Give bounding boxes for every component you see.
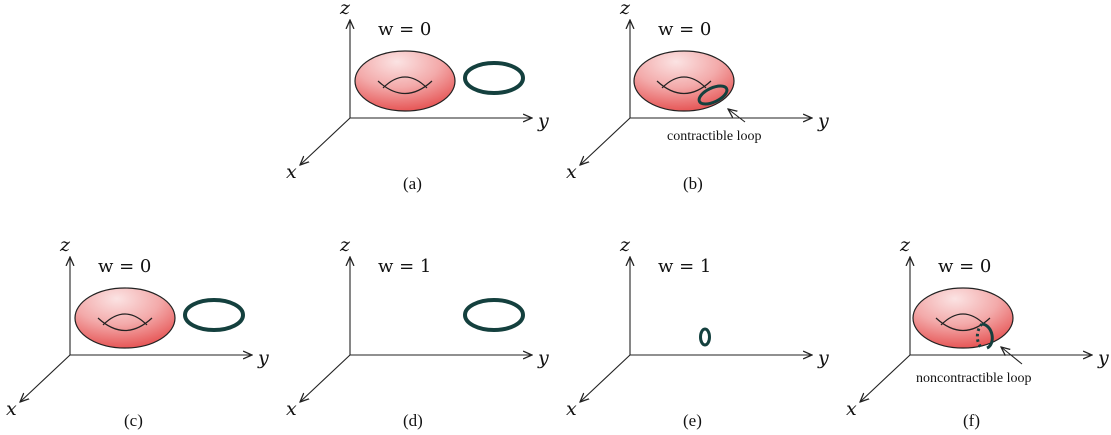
annotation-label: noncontractible loop — [916, 371, 1031, 386]
x-axis-label: x — [286, 398, 297, 420]
loop — [463, 61, 525, 95]
x-axis-label: x — [566, 398, 577, 420]
panel-a: z y x w = 0 (a) — [286, 0, 549, 193]
axes: z y x — [846, 234, 1109, 420]
annotation-arrow — [1001, 347, 1023, 365]
noncontractible-loop — [975, 322, 994, 350]
x-axis — [300, 354, 351, 402]
x-axis-label: x — [286, 161, 297, 183]
annotation-arrow — [728, 109, 746, 123]
loop — [463, 298, 525, 332]
caption: (b) — [683, 174, 703, 193]
z-axis-label: z — [619, 234, 631, 256]
caption: (c) — [124, 411, 143, 430]
torus — [633, 50, 735, 112]
panel-c: z y x w = 0 (c) — [6, 234, 269, 430]
y-axis-label: y — [1097, 347, 1109, 369]
torus — [912, 287, 1014, 349]
annotation-label: contractible loop — [667, 129, 761, 144]
w-label: w = 1 — [658, 256, 711, 277]
y-axis-label: y — [817, 347, 829, 369]
loop — [699, 327, 711, 347]
contractible-loop — [697, 84, 729, 106]
w-label: w = 0 — [658, 19, 711, 40]
panel-f: z y x w = 0 noncontractible loop (f) — [846, 234, 1109, 430]
caption: (d) — [403, 411, 423, 430]
z-axis-label: z — [619, 0, 631, 19]
caption: (e) — [683, 411, 702, 430]
torus — [74, 287, 176, 349]
z-axis-label: z — [59, 234, 71, 256]
z-axis-label: z — [339, 0, 351, 19]
y-axis-label: y — [537, 347, 549, 369]
y-axis-label: y — [537, 110, 549, 132]
z-axis-label: z — [339, 234, 351, 256]
x-axis — [580, 354, 631, 402]
x-axis — [300, 117, 351, 165]
panel-e: z y x w = 1 (e) — [566, 234, 829, 430]
x-axis — [580, 117, 631, 165]
z-axis-label: z — [899, 234, 911, 256]
axes: z y x — [566, 234, 829, 420]
panel-d: z y x w = 1 (d) — [286, 234, 549, 430]
axes: z y x — [286, 0, 549, 183]
axes: z y x — [6, 234, 269, 420]
panel-b: z y x w = 0 contractible loop (b) — [566, 0, 829, 193]
axes: z y x — [286, 234, 549, 420]
w-label: w = 0 — [98, 256, 151, 277]
x-axis-label: x — [566, 161, 577, 183]
loop — [183, 298, 245, 332]
x-axis — [860, 354, 911, 402]
x-axis — [20, 354, 71, 402]
x-axis-label: x — [846, 398, 857, 420]
x-axis-label: x — [6, 398, 17, 420]
y-axis-label: y — [817, 110, 829, 132]
caption: (f) — [963, 411, 980, 430]
caption: (a) — [403, 174, 422, 193]
torus — [354, 50, 456, 112]
w-label: w = 1 — [378, 256, 431, 277]
w-label: w = 0 — [378, 19, 431, 40]
y-axis-label: y — [257, 347, 269, 369]
w-label: w = 0 — [938, 256, 991, 277]
axes: z y x — [566, 0, 829, 183]
